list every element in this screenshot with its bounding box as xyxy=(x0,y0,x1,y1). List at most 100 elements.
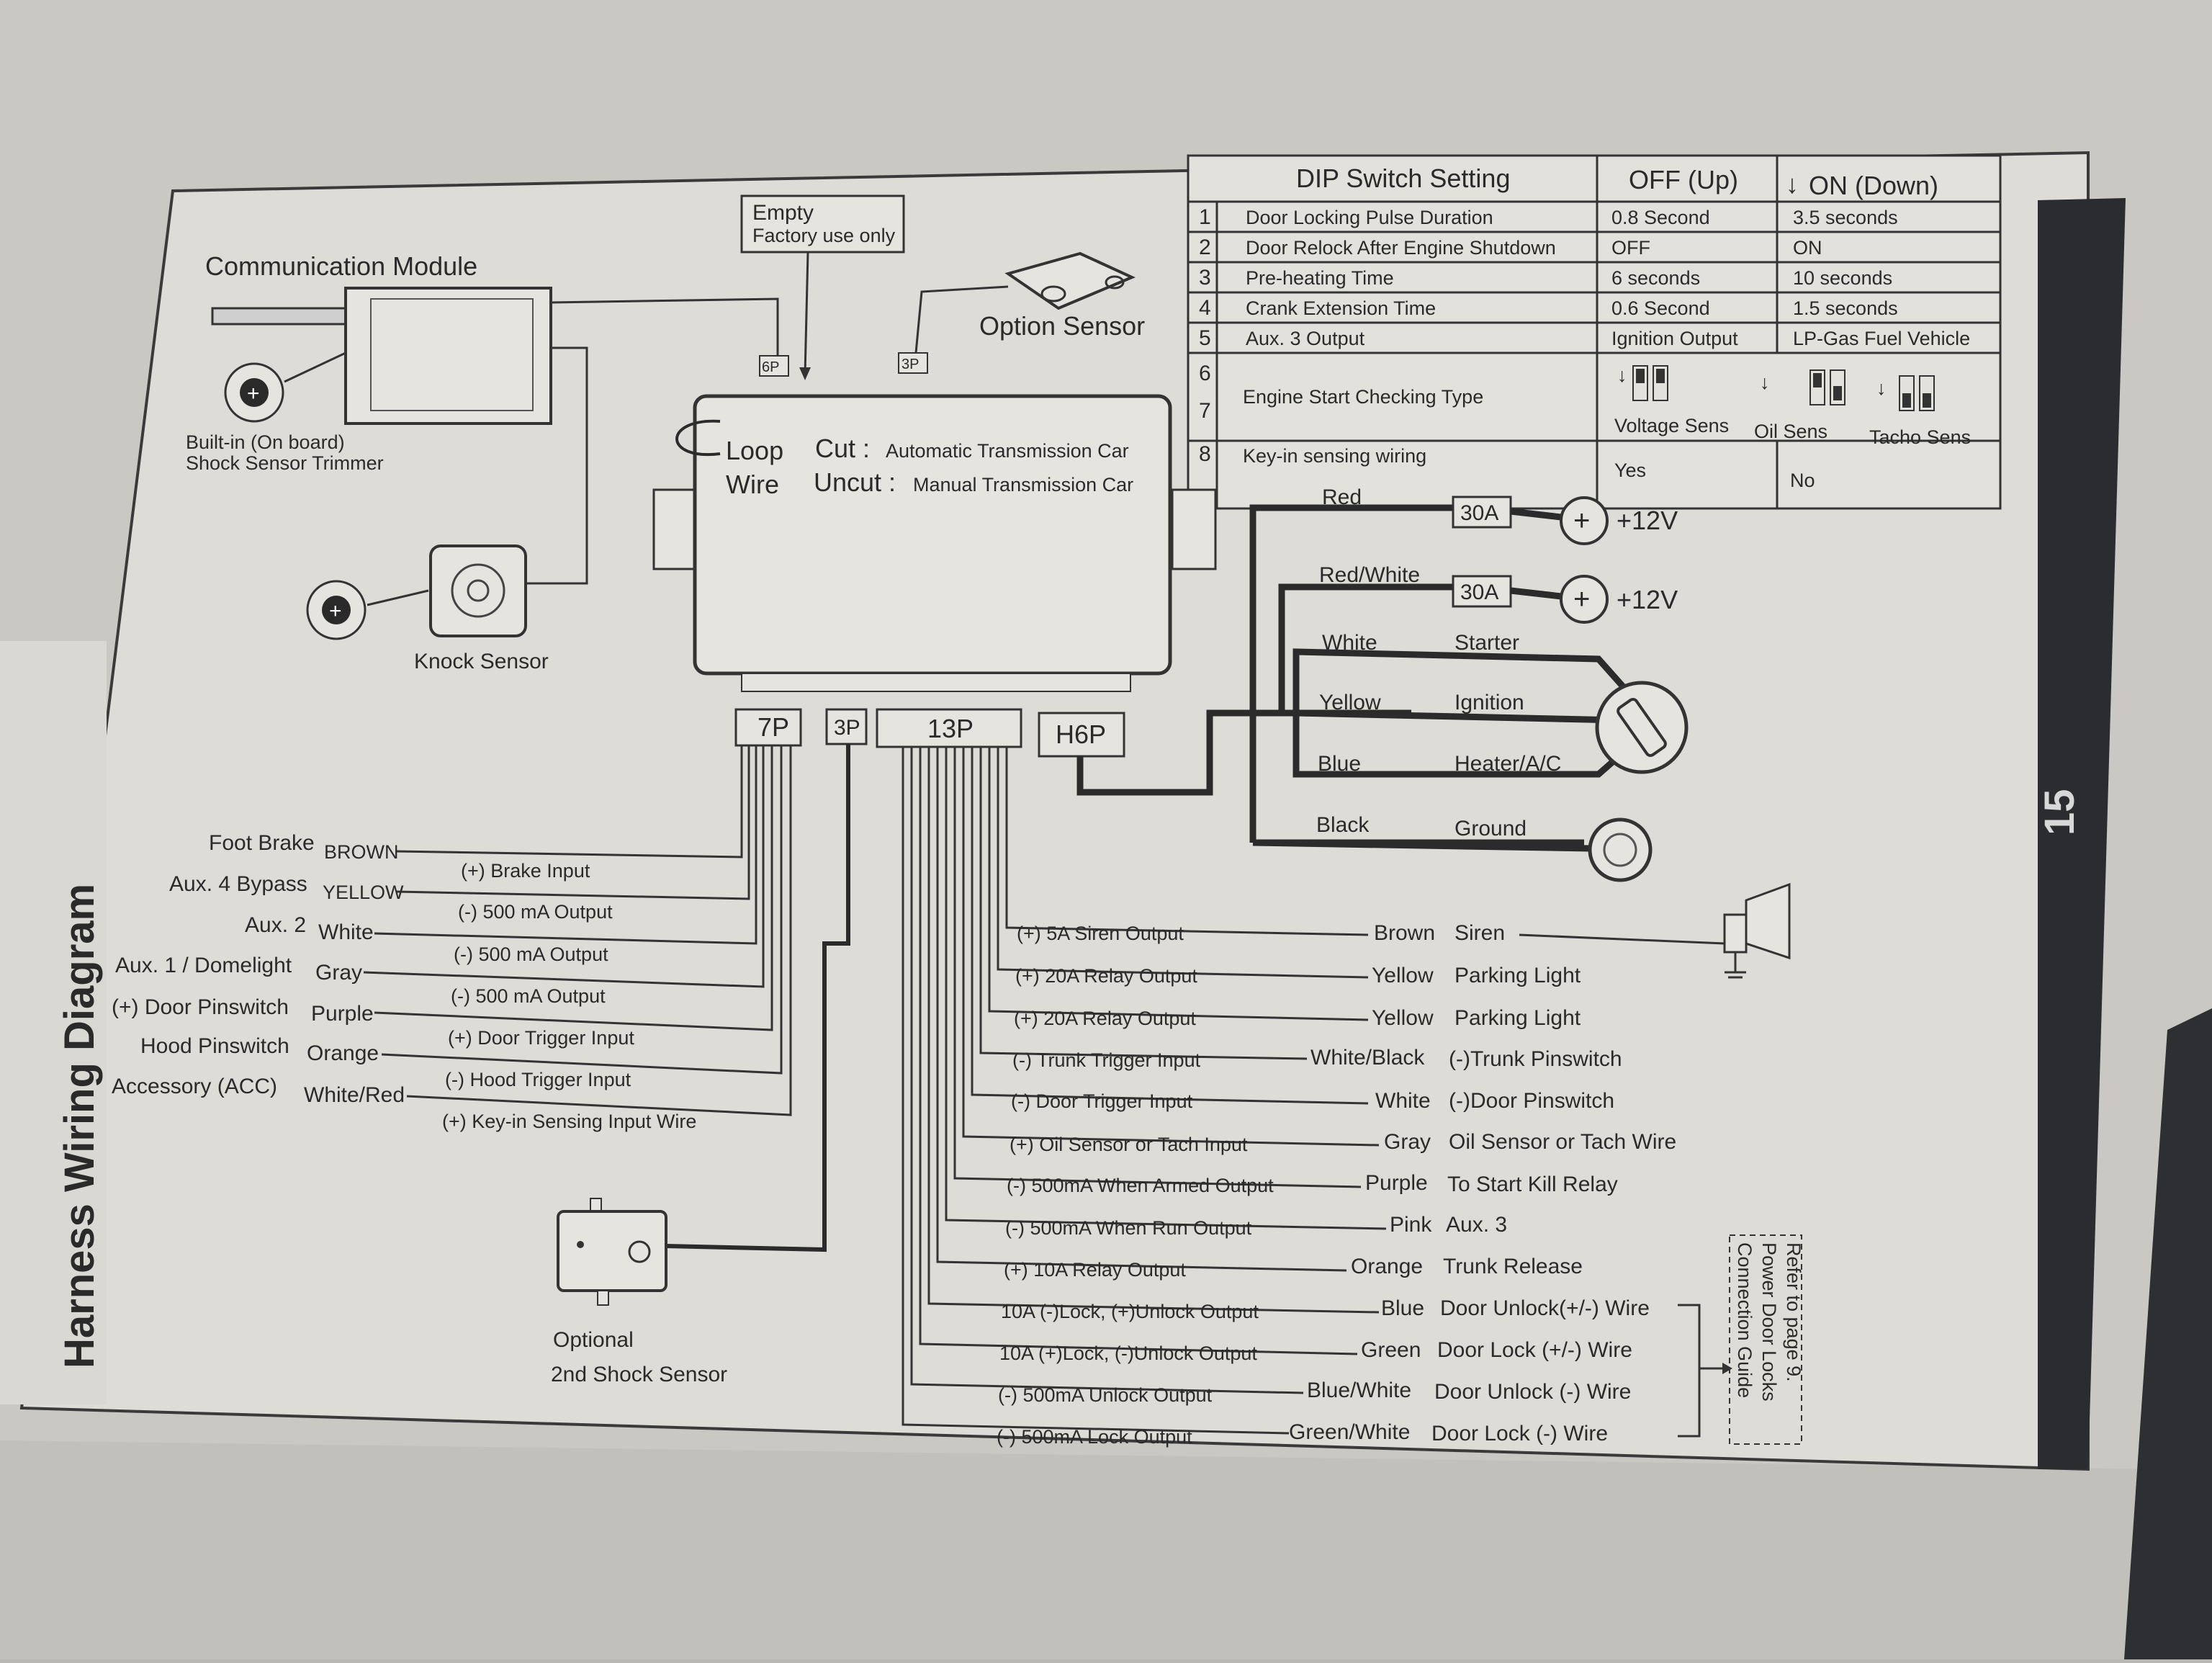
knock-sensor: + Knock Sensor xyxy=(306,544,549,673)
empty-label: Factory use only xyxy=(752,225,896,246)
dip-opt: Oil Sens xyxy=(1754,421,1827,442)
right-wire-fn: (+) 20A Relay Output xyxy=(1014,1008,1196,1029)
left-wire-color: Orange xyxy=(307,1041,379,1065)
left-wire-name: Foot Brake xyxy=(209,831,315,855)
right-wire-color: Yellow xyxy=(1372,1006,1434,1030)
left-wire-color: Purple xyxy=(311,1002,374,1026)
ignition-switch-icon xyxy=(1595,681,1689,774)
dip-row-num: 2 xyxy=(1199,236,1211,259)
svg-text:↓: ↓ xyxy=(1617,364,1627,386)
uncut-label: Uncut : xyxy=(814,467,896,497)
refer-note: Power Door Locks xyxy=(1758,1242,1780,1402)
right-wire-dest: Parking Light xyxy=(1455,964,1581,987)
right-wire-dest: To Start Kill Relay xyxy=(1447,1173,1618,1196)
dip-row-on: 10 seconds xyxy=(1793,267,1892,289)
dip-row-num: 3 xyxy=(1199,266,1211,290)
right-wire-fn: (-) 500mA When Armed Output xyxy=(1007,1175,1274,1196)
right-wire-color: Yellow xyxy=(1372,964,1434,987)
title-strip xyxy=(0,641,107,1404)
dip-row-num: 5 xyxy=(1199,326,1211,350)
fuse-30a xyxy=(1452,575,1512,608)
dip-row-name: Key-in sensing wiring xyxy=(1243,445,1426,467)
ignition-wire-fn: Starter xyxy=(1455,631,1519,655)
right-wire-dest: Door Unlock(+/-) Wire xyxy=(1440,1296,1650,1320)
dip-switch-icon: ↓ xyxy=(1876,375,1935,411)
knock-sensor-label: Knock Sensor xyxy=(414,650,549,673)
ignition-wire-fn: Ground xyxy=(1455,817,1527,841)
dip-title: DIP Switch Setting xyxy=(1296,163,1510,193)
cut-label: Cut : xyxy=(815,434,870,463)
dip-row-num: 6 xyxy=(1199,362,1211,385)
connector-h6p xyxy=(1038,712,1125,758)
left-wire-color: Gray xyxy=(315,961,362,985)
left-wire-fn: (+) Door Trigger Input xyxy=(448,1027,634,1049)
right-wire-dest: Parking Light xyxy=(1455,1006,1581,1030)
dip-row-num: 7 xyxy=(1199,399,1211,423)
dip-row-name: Door Locking Pulse Duration xyxy=(1246,207,1493,228)
power-wire-color: Red xyxy=(1322,485,1362,509)
communication-module: Communication Module + Built-in (On boar… xyxy=(186,251,552,474)
connector-13p-label: 13P xyxy=(927,714,974,743)
battery-terminal-icon xyxy=(1560,496,1609,545)
right-wire-color: Brown xyxy=(1374,921,1435,945)
dip-col-on: ON (Down) xyxy=(1809,171,1938,200)
fuse-30a xyxy=(1452,496,1512,529)
refer-note-box xyxy=(1729,1234,1802,1445)
right-wire-dest: Door Unlock (-) Wire xyxy=(1434,1380,1631,1404)
dip-row-num: 4 xyxy=(1199,296,1211,320)
knock-wire xyxy=(526,346,588,585)
dip-row-on: 3.5 seconds xyxy=(1793,207,1898,228)
dip-row-off: 6 seconds xyxy=(1611,267,1700,289)
dip-col-off: OFF (Up) xyxy=(1629,165,1738,194)
option-sensor-label: Option Sensor xyxy=(979,311,1145,341)
dip-opt: Voltage Sens xyxy=(1614,415,1729,436)
left-wire-name: (+) Door Pinswitch xyxy=(112,995,289,1019)
connector-6p xyxy=(759,355,789,377)
cut-desc: Automatic Transmission Car xyxy=(886,440,1129,462)
right-wire-fn: (+) 10A Relay Output xyxy=(1004,1259,1186,1281)
red-white-power-wire xyxy=(1278,583,1455,713)
optional-sensor-label: 2nd Shock Sensor xyxy=(551,1363,727,1386)
siren-icon xyxy=(1723,882,1791,979)
right-wire-fn: 10A (-)Lock, (+)Unlock Output xyxy=(1001,1301,1259,1322)
left-wire-name: Aux. 1 / Domelight xyxy=(115,954,292,977)
dip-row-name: Door Relock After Engine Shutdown xyxy=(1246,237,1556,259)
power-supply-label: +12V xyxy=(1617,585,1678,614)
optional-sensor-label: Optional xyxy=(553,1328,634,1352)
dip-row-num: 1 xyxy=(1199,205,1211,229)
left-wire-name: Accessory (ACC) xyxy=(112,1075,277,1098)
right-wire-dest: (-)Door Pinswitch xyxy=(1449,1089,1614,1113)
dip-row-off: Yes xyxy=(1614,460,1646,481)
connector-h6p-label: H6P xyxy=(1056,720,1106,749)
dip-row-off: 0.6 Second xyxy=(1611,297,1710,319)
main-control-unit: Loop Wire Cut : Automatic Transmission C… xyxy=(652,394,1217,692)
right-wire-dest: Door Lock (-) Wire xyxy=(1431,1422,1608,1445)
connector-3p-top xyxy=(898,352,928,374)
left-wire-color: BROWN xyxy=(324,841,399,863)
connector-3p-label: 3P xyxy=(834,716,860,740)
dip-row-on: No xyxy=(1790,470,1815,491)
empty-label: Empty xyxy=(752,201,814,225)
ignition-wire-color: White xyxy=(1322,631,1377,655)
right-wire-fn: (-) 500mA Unlock Output xyxy=(998,1384,1213,1406)
fuse-label: 30A xyxy=(1460,581,1498,604)
ground-icon xyxy=(1588,817,1653,882)
right-wire-color: Purple xyxy=(1365,1171,1428,1195)
left-wire-name: Aux. 4 Bypass xyxy=(169,872,307,896)
dip-row-name: Engine Start Checking Type xyxy=(1243,386,1483,408)
right-wire-fn: (-) Trunk Trigger Input xyxy=(1012,1049,1201,1071)
connector-3p-top-label: 3P xyxy=(902,357,919,372)
dip-row-on: ON xyxy=(1793,237,1822,259)
right-harness-13p: (+) 5A Siren Output Brown Siren (+) 20A … xyxy=(902,747,1804,1448)
left-wire-color: White/Red xyxy=(304,1083,405,1107)
right-wire-dest: Trunk Release xyxy=(1443,1255,1583,1278)
left-wire-name: Hood Pinswitch xyxy=(140,1034,289,1058)
dip-row-name: Pre-heating Time xyxy=(1246,267,1394,289)
dip-row-on: LP-Gas Fuel Vehicle xyxy=(1793,328,1970,349)
dip-row-name: Aux. 3 Output xyxy=(1246,328,1365,349)
dip-row-off: Ignition Output xyxy=(1611,328,1738,349)
trimmer-plus-icon: + xyxy=(247,382,260,405)
svg-text:↓: ↓ xyxy=(1876,377,1887,399)
dip-row-num: 8 xyxy=(1199,442,1211,466)
